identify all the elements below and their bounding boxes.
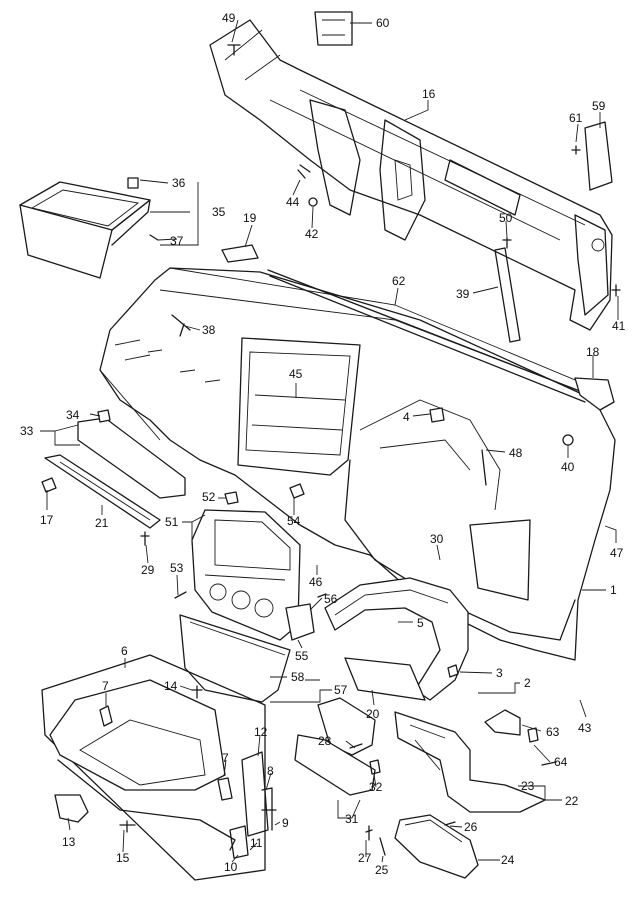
callout-6: 6 <box>121 644 128 658</box>
instrument-panel-main <box>99 267 616 661</box>
callout-34: 34 <box>66 408 80 422</box>
callout-7a: 7 <box>102 679 109 693</box>
meter-cluster-hood <box>324 577 469 701</box>
leader-lines <box>40 19 619 863</box>
callout-36: 36 <box>172 176 186 190</box>
callout-20: 20 <box>366 707 380 721</box>
callout-38: 38 <box>202 323 216 337</box>
defroster-cover <box>221 244 259 263</box>
callout-24: 24 <box>501 853 515 867</box>
callout-16: 16 <box>422 87 436 101</box>
glove-box <box>41 654 277 881</box>
callout-28: 28 <box>318 734 332 748</box>
lower-cover-33 <box>77 409 186 499</box>
callout-4: 4 <box>403 410 410 424</box>
center-bezel <box>174 483 305 641</box>
callout-44: 44 <box>286 195 300 209</box>
callout-45: 45 <box>289 367 303 381</box>
callout-60: 60 <box>376 16 390 30</box>
callout-21: 21 <box>95 516 109 530</box>
callout-12: 12 <box>254 725 268 739</box>
callout-37: 37 <box>170 234 184 248</box>
callout-14: 14 <box>164 679 178 693</box>
callout-58: 58 <box>291 670 305 684</box>
meter-cluster-lower <box>344 657 459 701</box>
callout-40: 40 <box>561 460 575 474</box>
callout-43: 43 <box>578 721 592 735</box>
callout-22: 22 <box>565 794 579 808</box>
callout-46: 46 <box>309 575 323 589</box>
lower-strip-21 <box>41 454 161 546</box>
defroster-strip <box>267 269 591 403</box>
callout-41: 41 <box>612 319 626 333</box>
callout-56: 56 <box>324 592 338 606</box>
callout-61: 61 <box>569 111 583 125</box>
callout-5: 5 <box>417 616 424 630</box>
callout-18: 18 <box>586 345 600 359</box>
side-cap <box>574 377 615 411</box>
callout-31: 31 <box>345 812 359 826</box>
callout-7b: 7 <box>222 751 229 765</box>
callout-15: 15 <box>116 851 130 865</box>
callout-54: 54 <box>287 514 301 528</box>
callout-63: 63 <box>546 725 560 739</box>
callout-42: 42 <box>305 227 319 241</box>
callout-8: 8 <box>267 764 274 778</box>
callout-23: 23 <box>521 779 535 793</box>
callout-2: 2 <box>524 676 531 690</box>
callout-47: 47 <box>610 546 624 560</box>
callout-48: 48 <box>509 446 523 460</box>
fasteners-upper <box>227 44 621 297</box>
callout-30: 30 <box>430 532 444 546</box>
callout-50: 50 <box>499 211 513 225</box>
callout-35: 35 <box>212 205 226 219</box>
steering-support-member <box>209 11 613 343</box>
clip-4 <box>429 407 445 423</box>
callout-11: 11 <box>250 836 263 850</box>
lower-pocket <box>365 814 479 879</box>
callout-49: 49 <box>222 11 236 25</box>
callout-9: 9 <box>282 816 289 830</box>
callout-52: 52 <box>202 490 216 504</box>
callout-33: 33 <box>20 424 34 438</box>
callout-numbers: 49 60 16 59 61 36 35 37 44 42 19 50 62 3… <box>20 11 626 877</box>
callout-26: 26 <box>464 820 478 834</box>
callout-32: 32 <box>369 780 383 794</box>
callout-53: 53 <box>170 561 184 575</box>
callout-19: 19 <box>243 211 257 225</box>
kick-panel <box>294 734 381 796</box>
callout-25: 25 <box>375 863 389 877</box>
callout-51: 51 <box>165 515 179 529</box>
callout-29: 29 <box>141 563 155 577</box>
callout-62: 62 <box>392 274 406 288</box>
callout-13: 13 <box>62 835 76 849</box>
callout-10: 10 <box>224 860 238 874</box>
callout-1: 1 <box>610 583 617 597</box>
callout-3: 3 <box>496 666 503 680</box>
tray-box <box>19 177 159 279</box>
callout-59: 59 <box>592 99 606 113</box>
callout-64: 64 <box>554 755 568 769</box>
callout-39: 39 <box>456 287 470 301</box>
right-lower-cover <box>394 709 557 813</box>
callout-17: 17 <box>40 513 54 527</box>
callout-27: 27 <box>358 851 372 865</box>
callout-55: 55 <box>295 649 309 663</box>
callout-57: 57 <box>334 683 348 697</box>
